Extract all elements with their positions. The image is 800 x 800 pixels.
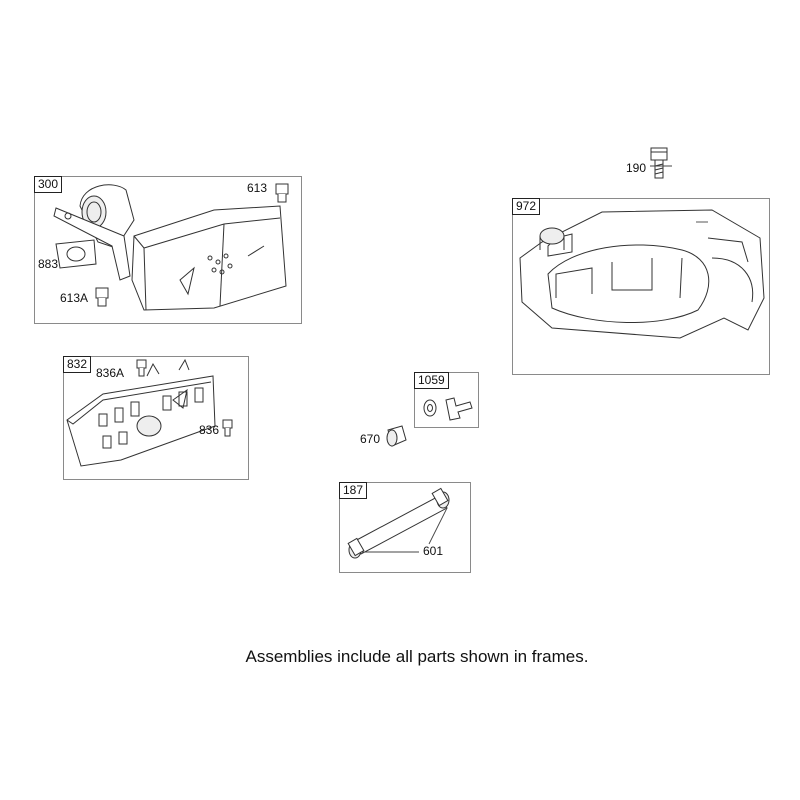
spacer-670-drawing bbox=[386, 425, 407, 447]
assembly-tag-1059: 1059 bbox=[414, 372, 449, 389]
part-label-613A: 613A bbox=[60, 291, 89, 305]
part-label-883: 883 bbox=[38, 257, 59, 271]
part-label-670: 670 bbox=[360, 432, 381, 446]
assembly-tag-187: 187 bbox=[339, 482, 368, 499]
part-label-836A: 836A bbox=[96, 366, 125, 380]
diagram-caption: Assemblies include all parts shown in fr… bbox=[245, 647, 589, 666]
bolt-washer-drawing bbox=[423, 397, 473, 421]
part-label-613: 613 bbox=[247, 181, 268, 195]
part-label-836: 836 bbox=[199, 423, 220, 437]
fuel-line-drawing bbox=[347, 487, 450, 559]
part-label-190: 190 bbox=[626, 161, 647, 175]
part-label-601: 601 bbox=[423, 544, 444, 558]
fuel-tank-drawing bbox=[519, 209, 765, 339]
assembly-tag-300: 300 bbox=[34, 176, 63, 193]
assembly-tag-832: 832 bbox=[63, 356, 92, 373]
heat-shield-drawing bbox=[66, 358, 233, 467]
muffler-drawing bbox=[53, 183, 289, 311]
assembly-tag-972: 972 bbox=[512, 198, 541, 215]
